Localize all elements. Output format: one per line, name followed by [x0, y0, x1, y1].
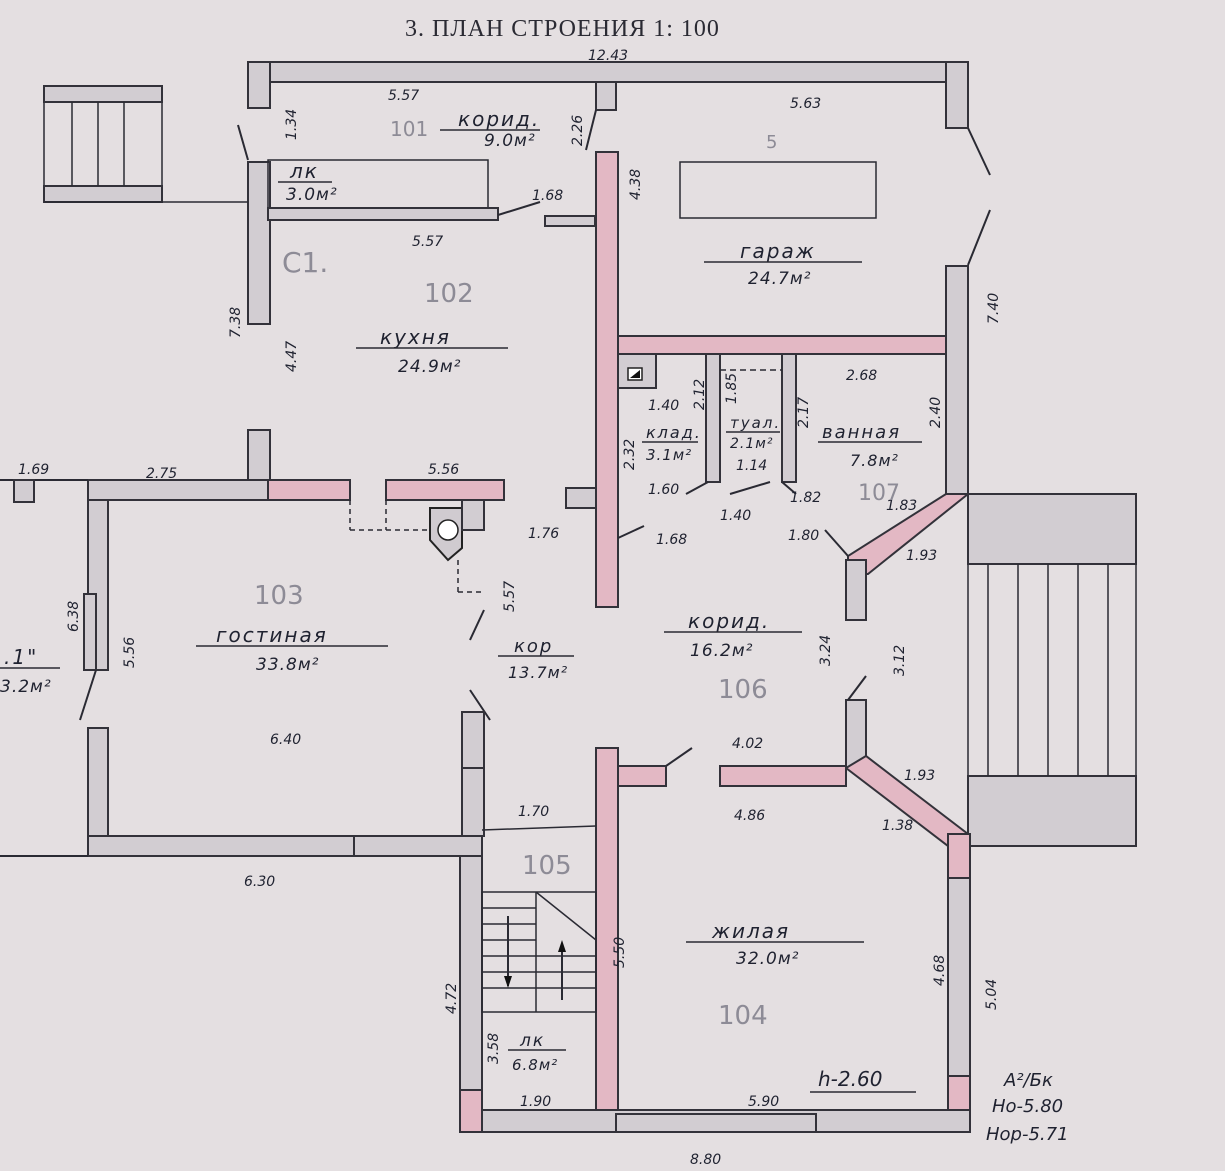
dimension-label: 4.38 — [628, 169, 644, 200]
stamp: А²/Бк Но-5.80 Нор-5.71 — [986, 1070, 1069, 1145]
dimension-label: 6.30 — [244, 874, 275, 890]
dimension-label: 5.90 — [748, 1094, 779, 1110]
room-area: 16.2м² — [690, 641, 754, 661]
room-area: 3.0м² — [286, 185, 338, 205]
room-name: корид. — [458, 107, 540, 131]
dimension-label: 2.32 — [622, 439, 638, 470]
dimension-label: 2.75 — [146, 466, 177, 482]
room-name: жилая — [711, 919, 790, 943]
dimension-label: 1.70 — [518, 804, 549, 820]
dimension-label: 1.38 — [882, 818, 913, 834]
dimension-label: 1.34 — [284, 109, 300, 140]
dimension-label: 5.56 — [122, 637, 138, 668]
room-area: 24.9м² — [398, 357, 462, 377]
dimension-label: 8.80 — [690, 1152, 721, 1168]
room-number: 103 — [254, 581, 304, 611]
room-labels: корид. 9.0м² лк 3.0м² гараж 24.7м² кухня… — [0, 107, 922, 1074]
dimension-label: 1.93 — [906, 548, 937, 564]
dimension-label: 5.63 — [790, 96, 821, 112]
dimension-label: 4.02 — [732, 736, 763, 752]
stamp-line: А²/Бк — [1003, 1070, 1053, 1091]
dimension-label: 6.38 — [66, 601, 82, 632]
stamp-line: Но-5.80 — [992, 1096, 1063, 1117]
room-area: 9.0м² — [484, 131, 536, 151]
dimension-label: 1.68 — [656, 532, 687, 548]
dimension-label: 1.93 — [904, 768, 935, 784]
room-name: туал. — [730, 414, 781, 432]
dimension-label: 7.40 — [986, 293, 1002, 324]
dimension-label: 5.57 — [412, 234, 443, 250]
dimension-label: 1.40 — [720, 508, 751, 524]
dimension-label: 4.47 — [284, 341, 300, 372]
dimension-label: 4.86 — [734, 808, 765, 824]
stamp-line: Нор-5.71 — [986, 1124, 1069, 1145]
room-name: .1" — [4, 645, 38, 669]
height-note: h-2.60 — [818, 1067, 882, 1091]
dimension-label: 1.82 — [790, 490, 821, 506]
room-area: 33.8м² — [256, 655, 320, 675]
room-number: 102 — [424, 279, 474, 309]
dimension-label: 5.57 — [502, 581, 518, 612]
dimension-label: 5.50 — [612, 937, 628, 968]
dimension-label: 4.68 — [932, 955, 948, 986]
room-area: 13.7м² — [508, 663, 568, 682]
dimension-label: 5.04 — [984, 979, 1000, 1010]
dimension-label: 1.60 — [648, 482, 679, 498]
room-name: корид. — [688, 609, 770, 633]
pencil-numbers: 101 102 103 104 105 106 107 5 С1. — [254, 117, 900, 1031]
dimension-label: 3.12 — [892, 645, 908, 676]
room-number: 104 — [718, 1001, 768, 1031]
dimension-label: 12.43 — [588, 48, 628, 64]
dimension-label: 2.12 — [692, 379, 708, 410]
dimension-label: 1.40 — [648, 398, 679, 414]
dimension-label: 1.14 — [736, 458, 767, 474]
room-area: 7.8м² — [850, 451, 899, 470]
dimension-labels: 12.43 5.57 5.63 1.34 2.26 1.68 5.57 4.38… — [18, 48, 1002, 1168]
room-area: 2.1м² — [730, 436, 773, 452]
dimension-label: 2.17 — [796, 397, 812, 428]
dimension-label: 5.56 — [428, 462, 459, 478]
dimension-label: 1.90 — [520, 1094, 551, 1110]
dimension-label: 6.40 — [270, 732, 301, 748]
dimension-label: 1.68 — [532, 188, 563, 204]
room-name: лк — [289, 159, 319, 183]
dimension-label: 1.80 — [788, 528, 819, 544]
dimension-label: 1.76 — [528, 526, 559, 542]
room-area: 3.1м² — [646, 446, 692, 464]
dimension-label: 4.72 — [444, 983, 460, 1014]
room-area: 6.8м² — [512, 1056, 558, 1074]
dimension-label: 1.83 — [886, 498, 917, 514]
room-number: 106 — [718, 675, 768, 705]
room-name: лк — [519, 1031, 545, 1051]
dimension-label: 2.68 — [846, 368, 877, 384]
dimension-label: 1.69 — [18, 462, 49, 478]
dimension-label: 3.24 — [818, 635, 834, 666]
walls — [0, 61, 1137, 1133]
dimension-label: 2.26 — [570, 115, 586, 146]
dimension-label: 3.58 — [486, 1033, 502, 1064]
room-name: клад. — [646, 423, 702, 442]
room-area: 32.0м² — [736, 949, 800, 969]
room-name: гараж — [740, 239, 816, 263]
room-number: 107 — [858, 481, 900, 506]
dimension-label: 1.85 — [724, 373, 740, 404]
dimension-label: 5.57 — [388, 88, 419, 104]
room-area: 24.7м² — [748, 269, 812, 289]
room-number: С1. — [282, 246, 328, 279]
room-number: 105 — [522, 851, 572, 881]
room-number: 101 — [390, 117, 428, 141]
dimension-label: 2.40 — [928, 397, 944, 428]
room-number: 5 — [766, 132, 777, 153]
room-area: 3.2м² — [0, 677, 52, 697]
room-name: кухня — [380, 325, 451, 349]
room-name: ванная — [822, 422, 901, 443]
room-name: кор — [514, 636, 553, 657]
plan-title: 3. ПЛАН СТРОЕНИЯ 1: 100 — [405, 16, 720, 42]
dimension-label: 7.38 — [228, 307, 244, 338]
room-name: гостиная — [216, 623, 328, 647]
